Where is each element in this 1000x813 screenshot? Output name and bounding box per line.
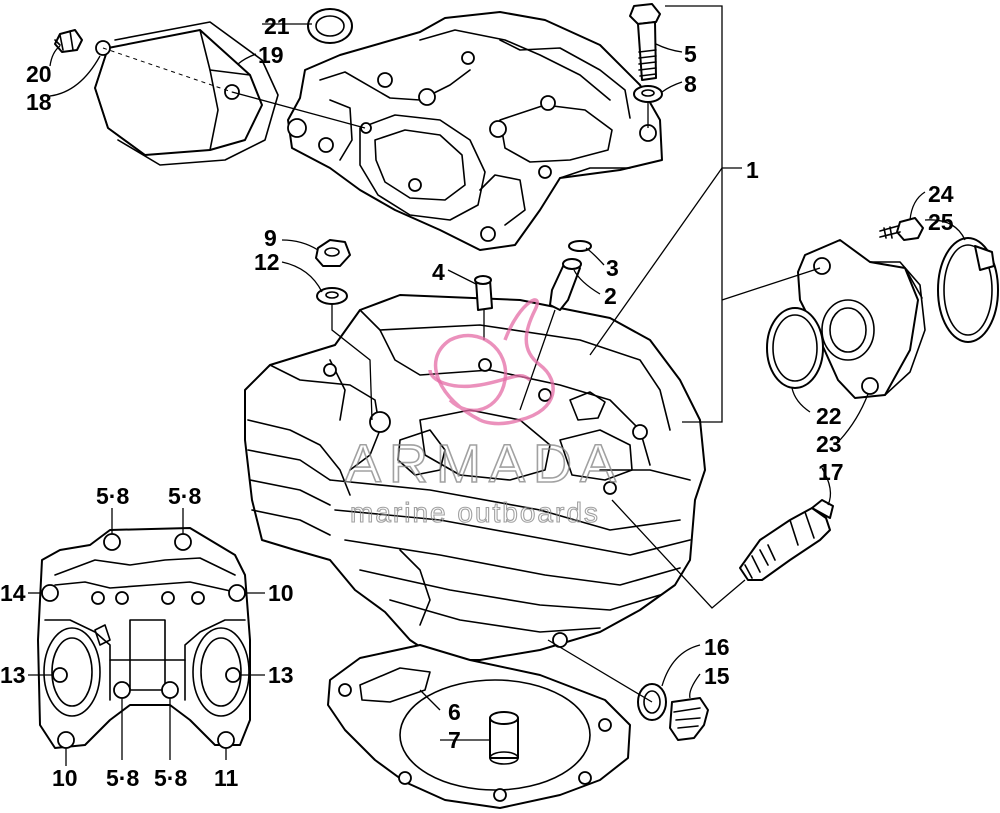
callout-8: 8 bbox=[684, 71, 697, 97]
inset-callout-13-left: 13 bbox=[0, 662, 26, 688]
watermark-logo bbox=[428, 298, 555, 426]
callout-25: 25 bbox=[928, 209, 954, 235]
inset-callout-10-bottom: 10 bbox=[52, 765, 78, 791]
callout-6: 6 bbox=[448, 699, 461, 725]
callout-12: 12 bbox=[254, 249, 280, 275]
callout-4: 4 bbox=[432, 259, 445, 285]
inset-callout-5-8-bottom-left: 5·8 bbox=[106, 765, 139, 791]
watermark-tagline: marine outboards bbox=[350, 497, 600, 528]
drain-plug bbox=[669, 697, 709, 741]
callout-7: 7 bbox=[448, 727, 461, 753]
callouts: 20 18 21 19 5 8 1 24 25 9 12 3 4 2 22 23… bbox=[0, 13, 954, 791]
spark-plug bbox=[739, 499, 834, 581]
inset-callout-10-top: 10 bbox=[268, 580, 294, 606]
watermark: ARMADA marine outboards bbox=[344, 298, 624, 529]
intake-flange bbox=[797, 239, 926, 399]
callout-5: 5 bbox=[684, 41, 697, 67]
callout-15: 15 bbox=[704, 663, 730, 689]
valve-cover bbox=[287, 11, 663, 251]
cylinder-head bbox=[244, 294, 706, 661]
leader-lines bbox=[28, 5, 966, 766]
callout-21: 21 bbox=[264, 13, 290, 39]
cover-bolt bbox=[629, 3, 661, 81]
hose-clamp bbox=[937, 237, 999, 343]
intake-o-ring bbox=[766, 307, 824, 389]
inset-callout-5-8-bottom-right: 5·8 bbox=[154, 765, 187, 791]
callout-23: 23 bbox=[816, 431, 842, 457]
inset-head-top-view bbox=[37, 527, 251, 749]
dowel-pin bbox=[474, 275, 493, 311]
callout-19: 19 bbox=[258, 42, 284, 68]
callout-16: 16 bbox=[704, 634, 730, 660]
inset-callout-11: 11 bbox=[214, 765, 239, 791]
flange-bolt bbox=[879, 217, 924, 241]
gasket-dowel bbox=[489, 711, 519, 765]
oil-pipe bbox=[549, 258, 582, 311]
callout-24: 24 bbox=[928, 181, 954, 207]
breather-gasket bbox=[114, 21, 279, 166]
o-ring-small bbox=[568, 240, 592, 252]
callout-18: 18 bbox=[26, 89, 52, 115]
callout-2: 2 bbox=[604, 283, 617, 309]
breather-cap bbox=[54, 29, 263, 156]
head-gasket bbox=[327, 644, 631, 809]
oil-seal bbox=[307, 8, 353, 44]
inset-callout-5-8-left: 5·8 bbox=[96, 483, 129, 509]
callout-9: 9 bbox=[264, 225, 277, 251]
callout-22: 22 bbox=[816, 403, 842, 429]
inset-callout-5-8-right: 5·8 bbox=[168, 483, 201, 509]
cap-nut bbox=[315, 239, 351, 267]
inset-callout-14: 14 bbox=[0, 580, 26, 606]
callout-20: 20 bbox=[26, 61, 52, 87]
watermark-word: ARMADA bbox=[345, 434, 624, 494]
washer bbox=[633, 85, 663, 103]
inset-callout-13-right: 13 bbox=[268, 662, 294, 688]
callout-3: 3 bbox=[606, 255, 619, 281]
callout-17: 17 bbox=[818, 459, 844, 485]
callout-1: 1 bbox=[746, 157, 759, 183]
